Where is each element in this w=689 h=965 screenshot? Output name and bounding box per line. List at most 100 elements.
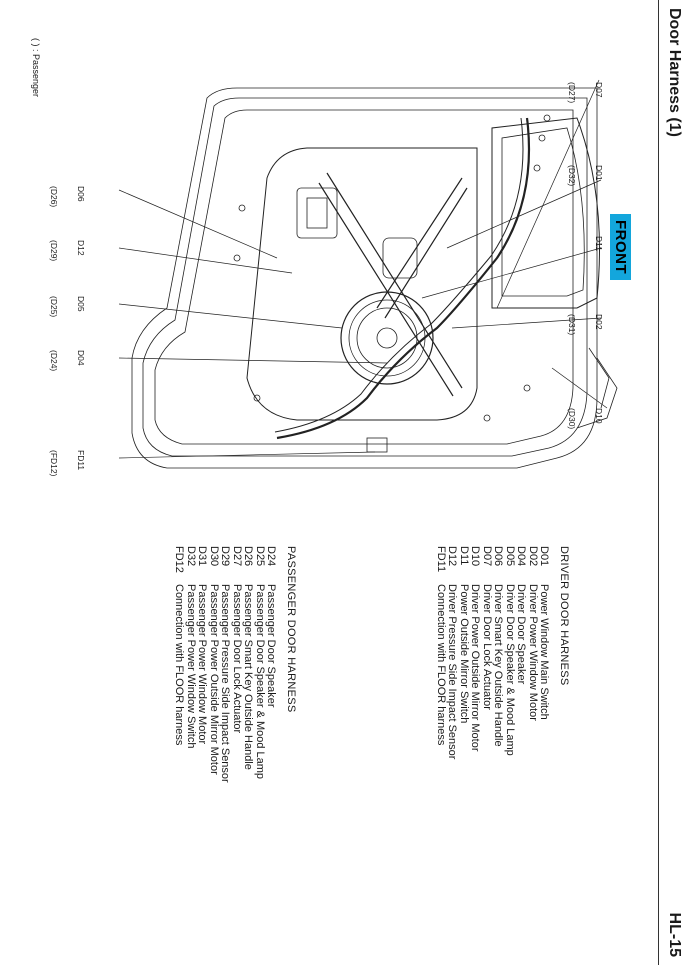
connector-code: D29 xyxy=(219,546,232,567)
connector-desc: Connection with FLOOR harness xyxy=(435,584,447,746)
connector-code: D27 xyxy=(231,546,243,567)
callout-code: D06 xyxy=(76,186,86,202)
connector-code: D32 xyxy=(185,546,197,567)
callout-code: D04 xyxy=(76,350,86,366)
connector-code: D05 xyxy=(504,546,516,567)
callout-passenger-code: (D26) xyxy=(49,186,59,208)
connector-desc: Driver Pressure Side Impact Sensor xyxy=(446,584,459,760)
floor-connector xyxy=(366,437,388,453)
connector-code: FD12 xyxy=(173,546,186,573)
connector-desc: Passenger Door Speaker & Mood Lamp xyxy=(254,584,266,780)
connector-code: FD11 xyxy=(435,546,447,573)
callout-passenger-code: (D27) xyxy=(567,82,577,104)
connector-desc: Power Window Main Switch xyxy=(538,584,551,720)
callout-passenger-code: (D24) xyxy=(49,350,59,372)
connector-desc: Passenger Power Outside Mirror Motor xyxy=(208,584,220,775)
connector-desc: Passenger Smart Key Outside Handle xyxy=(242,584,255,770)
callout-passenger-code: (D29) xyxy=(49,240,59,262)
harness-bundle xyxy=(276,117,531,440)
door-harness-diagram xyxy=(118,79,618,469)
connector-code: D30 xyxy=(208,546,220,567)
callout-d06: D06 (D26) xyxy=(31,186,103,207)
driver-harness-title: DRIVER DOOR HARNESS xyxy=(558,546,570,686)
callout-passenger-code: (FD12) xyxy=(49,450,59,477)
connector-code: D31 xyxy=(196,546,209,567)
callout-fd11: FD11 (FD12) xyxy=(31,450,103,476)
callout-passenger-code: (D30) xyxy=(567,408,577,430)
connector-code: D25 xyxy=(254,546,266,567)
door-outer-shell xyxy=(131,87,598,469)
callout-code: D01 xyxy=(594,165,604,181)
connector-desc: Passenger Power Window Switch xyxy=(185,584,197,749)
connector-code: D12 xyxy=(446,546,459,567)
speaker-outline xyxy=(340,291,434,385)
connector-code: D26 xyxy=(242,546,255,567)
connector-desc: Connection with FLOOR harness xyxy=(173,584,186,746)
connector-code: D01 xyxy=(538,546,551,567)
callout-code: D10 xyxy=(594,408,604,424)
connector-desc: Driver Door Speaker & Mood Lamp xyxy=(504,584,516,756)
connector-desc: Driver Power Outside Mirror Motor xyxy=(469,584,482,752)
connector-code: D11 xyxy=(458,546,470,566)
callout-code: D02 xyxy=(594,314,604,330)
callout-code: D05 xyxy=(76,296,86,312)
window-regulator xyxy=(376,177,468,319)
connector-code: D07 xyxy=(481,546,493,567)
passenger-harness-title: PASSENGER DOOR HARNESS xyxy=(285,546,297,713)
connector-code: D06 xyxy=(492,546,505,567)
connector-desc: Driver Door Speaker xyxy=(515,584,528,685)
callout-passenger-code: (D25) xyxy=(49,296,59,318)
connector-desc: Passenger Door Speaker xyxy=(265,584,278,708)
callout-d05: D05 (D25) xyxy=(31,296,103,317)
lock-actuator xyxy=(296,187,338,239)
connector-desc: Passenger Power Window Motor xyxy=(196,584,209,745)
callout-passenger-code: (D31) xyxy=(567,314,577,336)
callout-d04: D04 (D24) xyxy=(31,350,103,371)
window-frame xyxy=(491,117,600,309)
callout-d02: D02 (D31) xyxy=(549,314,621,335)
callout-code: D12 xyxy=(76,240,86,256)
inner-panel-opening xyxy=(246,147,478,421)
connector-code: D04 xyxy=(515,546,528,567)
connector-desc: Power Outside Mirror Switch xyxy=(458,584,470,724)
callout-code: D11 xyxy=(594,236,604,251)
connector-desc: Driver Door Lock Actuator xyxy=(481,584,493,710)
callout-d07: D07 (D27) xyxy=(549,82,621,103)
connector-desc: Driver Power Window Motor xyxy=(527,584,539,721)
connector-code: D24 xyxy=(265,546,278,567)
callout-d11: D11 xyxy=(576,236,621,251)
mirror-mount xyxy=(576,357,618,429)
callout-code: FD11 xyxy=(76,450,86,471)
connector-code: D10 xyxy=(469,546,482,567)
page-number: HL-15 xyxy=(666,912,683,957)
page-title: Door Harness (1) xyxy=(666,8,683,137)
callout-d10: D10 (D30) xyxy=(549,408,621,429)
callout-passenger-code: (D32) xyxy=(567,165,577,187)
connector-code: D02 xyxy=(527,546,539,567)
callout-code: D07 xyxy=(594,82,604,98)
connector-desc: Driver Smart Key Outside Handle xyxy=(492,584,505,747)
header-rule xyxy=(658,0,659,965)
connector-desc: Passenger Pressure Side Impact Sensor xyxy=(219,584,232,783)
